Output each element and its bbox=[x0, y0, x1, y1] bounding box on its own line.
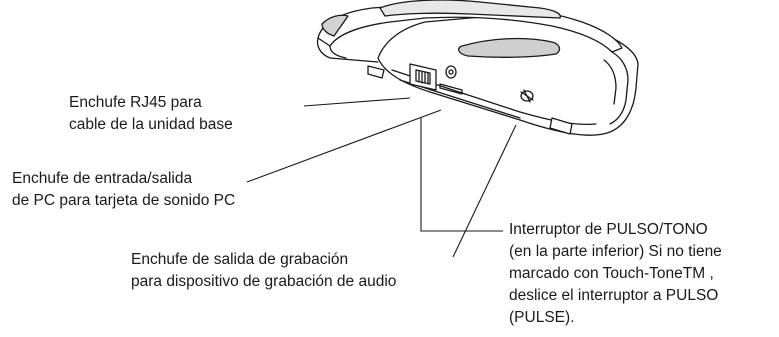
rj45-jack-callout: Enchufe RJ45 para cable de la unidad bas… bbox=[69, 92, 233, 136]
pulse-tone-callout-line-5: (PULSE). bbox=[509, 309, 575, 326]
pc-audio-callout-line-1: Enchufe de entrada/salida bbox=[12, 170, 193, 187]
side-grip bbox=[457, 37, 561, 58]
pulse-tone-callout-line-4: deslice el interruptor a PULSO bbox=[509, 287, 719, 304]
leader-pc-audio bbox=[246, 109, 442, 183]
rj45-callout-line-2: cable de la unidad base bbox=[69, 116, 233, 133]
pulse-tone-callout-line-2: (en la parte inferior) Si no tiene bbox=[509, 243, 722, 260]
pulse-tone-callout-line-3: marcado con Touch-ToneTM , bbox=[509, 265, 714, 282]
recording-callout-line-2: para dispositivo de grabación de audio bbox=[131, 273, 397, 290]
pulse-tone-switch-callout: Interruptor de PULSO/TONO (en la parte i… bbox=[509, 219, 722, 329]
foot-front bbox=[367, 65, 385, 79]
pc-audio-callout-line-2: de PC para tarjeta de sonido PC bbox=[12, 192, 236, 209]
pc-audio-jack-callout: Enchufe de entrada/salida de PC para tar… bbox=[12, 168, 235, 212]
leader-recording bbox=[452, 124, 517, 258]
recording-callout-line-1: Enchufe de salida de grabación bbox=[131, 251, 349, 268]
front-grip bbox=[321, 14, 349, 37]
rj45-callout-line-1: Enchufe RJ45 para bbox=[69, 94, 202, 111]
pc-audio-jack bbox=[445, 65, 457, 79]
recording-jack-callout: Enchufe de salida de grabación para disp… bbox=[131, 249, 396, 293]
handset-top bbox=[379, 0, 561, 19]
leader-pulse-tone bbox=[420, 118, 503, 232]
foot-rear bbox=[549, 117, 573, 135]
pulse-tone-callout-line-1: Interruptor de PULSO/TONO bbox=[509, 221, 708, 238]
leader-rj45 bbox=[303, 97, 411, 107]
